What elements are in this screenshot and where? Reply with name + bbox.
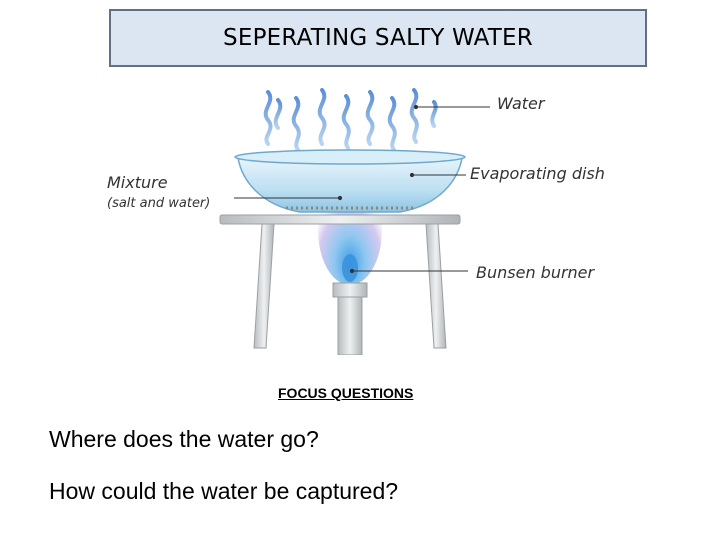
mixture-detail-label: (salt and water): [107, 196, 211, 211]
dish-rim: [234, 149, 466, 165]
bunsen-burner-label: Bunsen burner: [476, 263, 595, 282]
evaporating-dish-label: Evaporating dish: [470, 164, 605, 183]
focus-question-2: How could the water be captured?: [49, 478, 399, 504]
focus-questions-heading: FOCUS QUESTIONS: [278, 385, 414, 401]
vapour-wisp: [365, 90, 375, 146]
evaporation-diagram: Water Evaporating dish Mixture (salt and…: [100, 80, 640, 356]
vapour-wisp: [291, 96, 301, 152]
vapour-wisp: [341, 94, 351, 150]
leader-lines: [234, 104, 490, 274]
burner-flame-core: [342, 254, 358, 282]
apparatus-illustration: [219, 88, 490, 356]
evaporating-dish: [234, 149, 466, 213]
dish-body: [237, 157, 463, 213]
tripod-top-ring: [219, 214, 461, 225]
vapour-wisp: [409, 88, 419, 144]
tripod: [219, 214, 461, 349]
water-label: Water: [497, 94, 545, 113]
slide-title: SEPERATING SALTY WATER: [223, 25, 533, 51]
title-box: SEPERATING SALTY WATER: [109, 9, 647, 67]
focus-question-1: Where does the water go?: [49, 426, 319, 452]
vapour-wisp: [263, 90, 273, 146]
burner-collar: [332, 282, 368, 298]
tripod-leg: [253, 223, 275, 349]
burner-tube: [337, 296, 363, 356]
vapour-wisp: [387, 96, 397, 152]
tripod-leg: [425, 223, 447, 349]
vapour-wisp: [273, 98, 283, 130]
bunsen-burner: [332, 282, 368, 356]
mixture-label: Mixture: [107, 173, 168, 192]
vapour-wisp: [317, 88, 327, 146]
vapour-wisp: [430, 100, 438, 128]
vapour-group: [263, 88, 438, 152]
